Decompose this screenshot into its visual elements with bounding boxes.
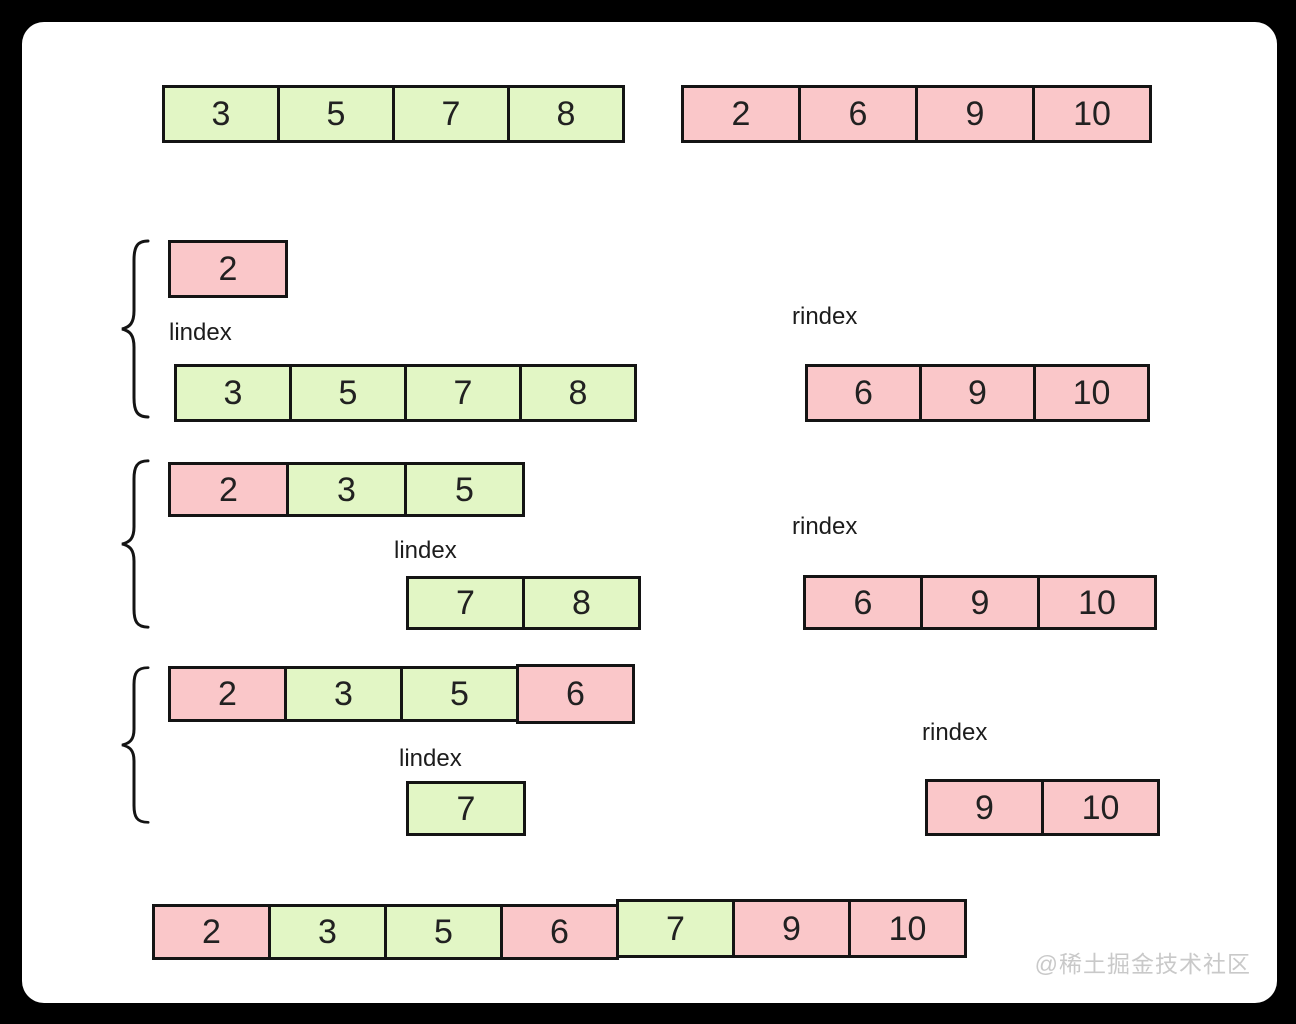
- array-cell: 9: [732, 899, 851, 958]
- array-cell: 5: [289, 364, 407, 422]
- array-cell: 10: [1033, 364, 1150, 422]
- curly-brace-icon: [121, 239, 150, 419]
- step1-merged-array: 2: [168, 240, 288, 298]
- step2-lindex-label: lindex: [394, 537, 457, 564]
- step3-lindex-array: 7: [406, 781, 526, 836]
- array-cell: 10: [1032, 85, 1152, 143]
- curly-brace-step2: [118, 458, 158, 630]
- curly-brace-icon: [121, 666, 150, 824]
- array-cell: 8: [507, 85, 625, 143]
- array-cell: 10: [1037, 575, 1157, 630]
- array-cell: 10: [1041, 779, 1160, 836]
- array-cell: 8: [519, 364, 637, 422]
- array-cell: 2: [168, 240, 288, 298]
- watermark-text: @稀土掘金技术社区: [1034, 951, 1251, 977]
- array-cell: 6: [803, 575, 923, 630]
- array-cell: 5: [400, 666, 519, 722]
- step1-rindex-label: rindex: [792, 303, 858, 330]
- array-cell: 7: [406, 781, 526, 836]
- array-cell: 2: [168, 666, 287, 722]
- array-cell: 5: [277, 85, 395, 143]
- step1-lindex-label: lindex: [169, 319, 232, 346]
- curly-brace-step3: [118, 665, 158, 825]
- array-cell: 7: [616, 899, 735, 958]
- array-cell: 2: [152, 904, 271, 960]
- array-cell: 5: [404, 462, 525, 517]
- array-cell: 7: [404, 364, 522, 422]
- array-cell: 9: [925, 779, 1044, 836]
- array-cell: 5: [384, 904, 503, 960]
- array-cell: 2: [168, 462, 289, 517]
- array-cell: 9: [919, 364, 1036, 422]
- array-cell: 2: [681, 85, 801, 143]
- array-cell: 9: [915, 85, 1035, 143]
- array-cell: 6: [805, 364, 922, 422]
- array-cell: 8: [522, 576, 641, 630]
- array-cell: 7: [392, 85, 510, 143]
- array-cell: 7: [406, 576, 525, 630]
- array-cell: 3: [268, 904, 387, 960]
- step2-rindex-label: rindex: [792, 513, 858, 540]
- step3-lindex-label: lindex: [399, 745, 462, 772]
- array-cell: 9: [920, 575, 1040, 630]
- array-cell: 6: [516, 664, 635, 724]
- array-cell: 3: [174, 364, 292, 422]
- array-cell: 3: [162, 85, 280, 143]
- array-cell: 3: [284, 666, 403, 722]
- array-cell: 6: [500, 904, 619, 960]
- array-cell: 6: [798, 85, 918, 143]
- curly-brace-step1: [118, 238, 158, 420]
- curly-brace-icon: [121, 459, 150, 629]
- array-cell: 3: [286, 462, 407, 517]
- step3-rindex-label: rindex: [922, 719, 988, 746]
- array-cell: 10: [848, 899, 967, 958]
